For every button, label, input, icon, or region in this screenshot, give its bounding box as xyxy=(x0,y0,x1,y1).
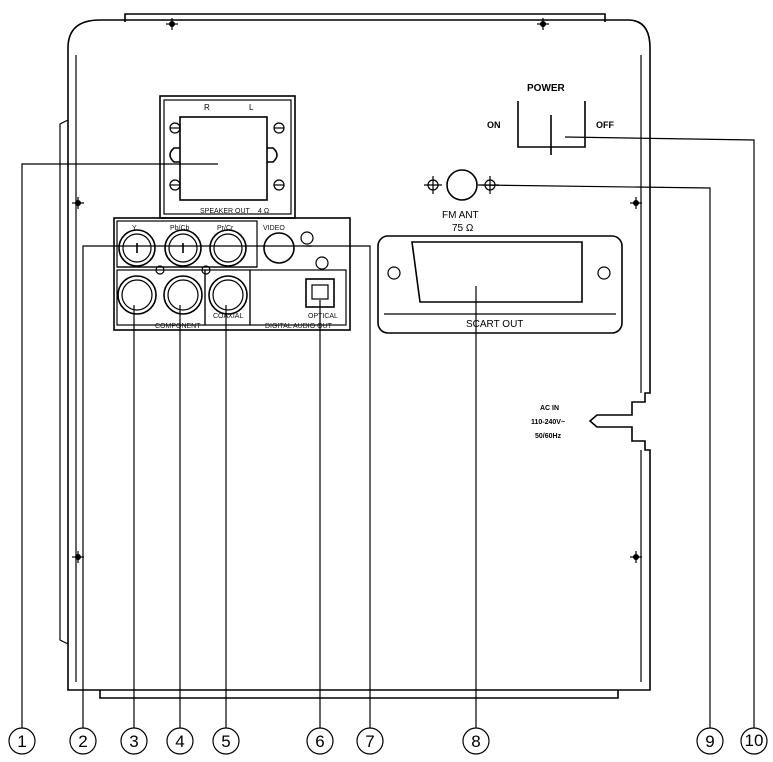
ac-input-label-group: AC IN 110-240V~ 50/60Hz xyxy=(531,405,565,440)
pr-cr-jack xyxy=(209,229,247,267)
ac-in-label: AC IN xyxy=(540,405,559,412)
chassis-outline xyxy=(59,13,651,699)
optical-label: OPTICAL xyxy=(308,313,338,320)
fm-antenna-jack: FM ANT 75 Ω xyxy=(424,169,499,234)
power-label: POWER xyxy=(527,83,566,94)
callout-2: 2 xyxy=(69,727,97,755)
pb-cb-label: Pb/Cb xyxy=(170,225,190,232)
scart-out-label: SCART OUT xyxy=(466,319,523,330)
screw-icon xyxy=(72,551,84,563)
scart-out-connector: SCART OUT xyxy=(377,235,623,334)
speaker-r-label: R xyxy=(204,103,210,112)
screw-icon xyxy=(72,197,84,209)
screw-icon xyxy=(537,18,549,30)
y-jack xyxy=(118,229,156,267)
callout-8: 8 xyxy=(462,727,490,755)
callout-1-number: 1 xyxy=(17,732,26,751)
coaxial-jack xyxy=(208,275,248,315)
screw-icon xyxy=(166,18,178,30)
speaker-ohm-label: 4 Ω xyxy=(258,208,269,215)
video-label: VIDEO xyxy=(263,225,285,232)
video-indicator xyxy=(300,231,314,245)
speaker-out-label: SPEAKER OUT xyxy=(200,208,251,215)
callout-10-number: 10 xyxy=(745,731,764,750)
callout-4-number: 4 xyxy=(175,732,184,751)
callout-leader-lines xyxy=(21,136,755,728)
off-label: OFF xyxy=(596,120,614,130)
digital-out-label: DIGITAL AUDIO OUT xyxy=(265,323,333,330)
screw-icon xyxy=(630,551,642,563)
frequency-label: 50/60Hz xyxy=(535,433,562,440)
av-connector-block: Y Pb/Cb Pr/Cr VIDEO COMPONENT COAXIAL DI… xyxy=(113,217,351,331)
component-label: COMPONENT xyxy=(155,323,201,330)
callout-7: 7 xyxy=(356,727,384,755)
callout-3-number: 3 xyxy=(129,732,138,751)
power-switch: POWER ON OFF xyxy=(487,83,614,155)
chassis-screws xyxy=(72,18,642,563)
on-label: ON xyxy=(487,120,501,130)
callout-2-number: 2 xyxy=(78,732,87,751)
speaker-out-terminal: R L SPEAKER OUT 4 Ω xyxy=(159,95,296,219)
callout-4: 4 xyxy=(166,727,194,755)
screw-icon xyxy=(630,197,642,209)
callout-9: 9 xyxy=(696,727,724,755)
y-label: Y xyxy=(132,225,137,232)
callout-3: 3 xyxy=(120,727,148,755)
callout-6: 6 xyxy=(306,727,334,755)
callout-5: 5 xyxy=(212,727,240,755)
fm-ant-label: FM ANT xyxy=(442,210,479,221)
callout-6-number: 6 xyxy=(315,732,324,751)
pb-cb-jack xyxy=(164,229,202,267)
voltage-label: 110-240V~ xyxy=(531,419,565,426)
audio-jack-left xyxy=(117,275,157,315)
callout-9-number: 9 xyxy=(705,732,714,751)
audio-jack-right xyxy=(163,275,203,315)
callout-1: 1 xyxy=(8,727,36,755)
pr-cr-label: Pr/Cr xyxy=(217,225,234,232)
callout-5-number: 5 xyxy=(221,732,230,751)
fm-ohm-label: 75 Ω xyxy=(452,223,474,234)
coaxial-label: COAXIAL xyxy=(213,313,243,320)
speaker-l-label: L xyxy=(249,103,254,112)
callout-7-number: 7 xyxy=(365,732,374,751)
callout-10: 10 xyxy=(740,727,768,755)
video-jack xyxy=(263,232,295,264)
callout-8-number: 8 xyxy=(471,732,480,751)
